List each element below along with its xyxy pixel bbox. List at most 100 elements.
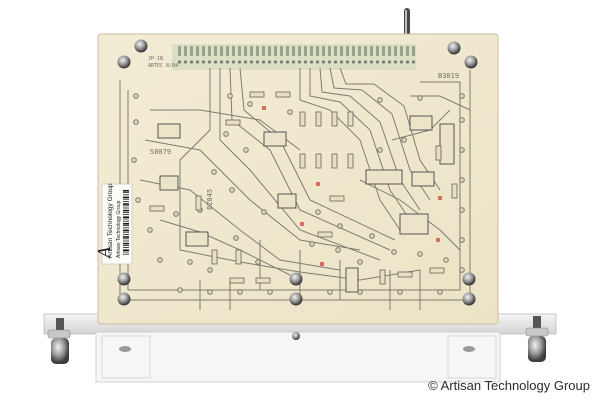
connector-pin <box>196 46 199 56</box>
edge-connector <box>177 46 416 64</box>
via <box>437 289 443 295</box>
resistor <box>347 111 354 127</box>
connector-pin <box>322 46 325 56</box>
connector-pin <box>364 46 367 56</box>
resistor <box>211 249 218 265</box>
mounting-screw <box>117 55 131 69</box>
barcode-bar <box>123 190 129 192</box>
resistor <box>229 277 245 284</box>
connector-pin <box>375 60 380 64</box>
via <box>459 267 465 273</box>
resistor <box>299 111 306 127</box>
ic-chip <box>439 123 455 165</box>
connector-pin <box>262 46 265 56</box>
via <box>211 169 217 175</box>
connector-pin <box>255 60 260 64</box>
resistor <box>149 205 165 212</box>
resistor <box>249 91 265 98</box>
silkscreen-part-c: B3019 <box>438 72 459 80</box>
barcode-bar <box>123 194 129 196</box>
via <box>207 289 213 295</box>
via <box>157 257 163 263</box>
barcode-bar <box>123 225 129 226</box>
resistor <box>235 249 242 265</box>
connector-pin <box>400 46 403 56</box>
resistor <box>315 111 322 127</box>
resistor <box>451 183 458 199</box>
via <box>357 259 363 265</box>
ic-chip <box>411 171 435 187</box>
barcode-bar <box>123 249 129 251</box>
via <box>147 227 153 233</box>
connector-pin <box>286 46 289 56</box>
silkscreen-small-2: ARTEC 8/84 <box>148 63 178 69</box>
barcode-bar <box>123 238 129 240</box>
ic-chip <box>157 123 181 139</box>
connector-pin <box>345 60 350 64</box>
connector-pin <box>250 46 253 56</box>
via <box>337 223 343 229</box>
connector-pin <box>243 60 248 64</box>
resistor <box>429 267 445 274</box>
silkscreen-part-a: S0079 <box>150 148 171 156</box>
via <box>459 177 465 183</box>
ic-chip <box>345 267 359 293</box>
via <box>459 237 465 243</box>
sticker-line-2: Artisan Technology Group <box>116 200 122 258</box>
connector-pin <box>214 46 217 56</box>
connector-pin <box>189 60 194 64</box>
sticker-logo: A <box>94 246 114 259</box>
connector-pin <box>376 46 379 56</box>
barcode-bar <box>123 247 129 248</box>
connector-pin <box>411 60 416 64</box>
via <box>237 289 243 295</box>
via <box>401 137 407 143</box>
resistor <box>317 231 333 238</box>
via <box>261 209 267 215</box>
resistor <box>331 153 338 169</box>
connector-pin <box>202 46 205 56</box>
mounting-screw <box>117 292 131 306</box>
barcode-bar <box>123 227 129 229</box>
connector-pin <box>406 46 409 56</box>
connector-pin <box>346 46 349 56</box>
resistor <box>225 119 241 126</box>
barcode-bar <box>123 196 129 199</box>
barcode-bar <box>123 209 129 212</box>
via <box>287 109 293 115</box>
via <box>309 241 315 247</box>
barcode-bar <box>123 223 129 225</box>
barcode-bar <box>123 220 129 222</box>
resistor <box>315 153 322 169</box>
connector-pin <box>304 46 307 56</box>
silkscreen-small-1: JP-1B <box>148 56 163 62</box>
barcode-bar <box>123 212 129 213</box>
connector-pin <box>369 60 374 64</box>
barcode <box>123 190 129 255</box>
connector-pin <box>292 46 295 56</box>
barcode-bar <box>123 192 129 193</box>
resistor <box>275 91 291 98</box>
connector-pin <box>268 46 271 56</box>
board-mounting-screws <box>117 39 478 306</box>
barcode-bar <box>123 229 129 232</box>
connector-pin <box>267 60 272 64</box>
barcode-bar <box>123 251 129 253</box>
connector-pin <box>363 60 368 64</box>
via <box>377 97 383 103</box>
connector-pin <box>285 60 290 64</box>
connector-pin <box>321 60 326 64</box>
connector-pin <box>178 46 181 56</box>
connector-pin <box>280 46 283 56</box>
connector-pin <box>393 60 398 64</box>
connector-pin <box>232 46 235 56</box>
silkscreen-part-b: 8Z045 <box>206 189 214 210</box>
via <box>255 259 261 265</box>
via <box>443 257 449 263</box>
resistor <box>195 195 202 211</box>
via <box>243 147 249 153</box>
connector-pin <box>399 60 404 64</box>
connector-pin <box>388 46 391 56</box>
barcode-bar <box>123 218 129 220</box>
connector-pin <box>201 60 206 64</box>
